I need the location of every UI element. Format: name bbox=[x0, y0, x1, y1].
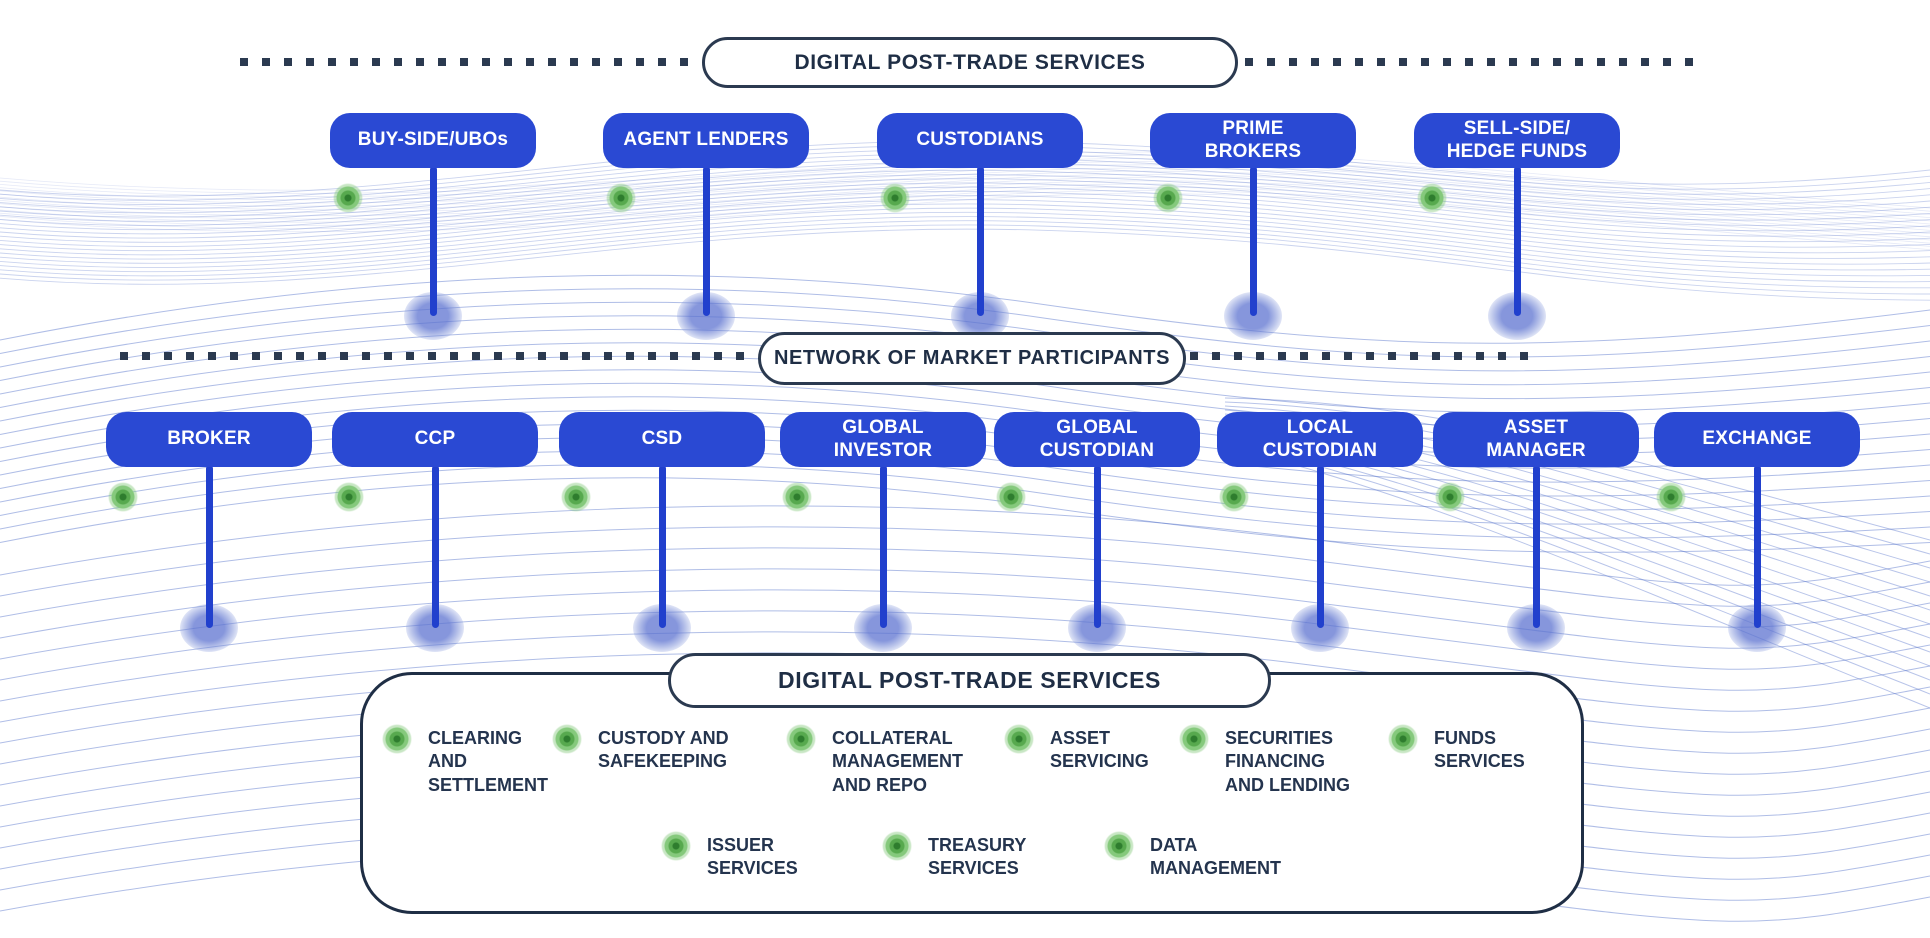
green-dot-icon bbox=[1104, 831, 1134, 861]
connector-line bbox=[430, 166, 437, 316]
green-dot-icon bbox=[1153, 183, 1183, 213]
green-dot-icon bbox=[786, 724, 816, 754]
connector-line bbox=[703, 166, 710, 316]
network-band-pill: NETWORK OF MARKET PARTICIPANTS bbox=[758, 332, 1186, 385]
pill-global-investor: GLOBAL INVESTOR bbox=[780, 412, 986, 467]
green-dot-icon bbox=[1219, 482, 1249, 512]
connector-line bbox=[1250, 166, 1257, 316]
pill-sell-side-hedge-funds: SELL-SIDE/ HEDGE FUNDS bbox=[1414, 113, 1620, 168]
services-box bbox=[360, 672, 1584, 914]
connector-line bbox=[1514, 166, 1521, 316]
green-dot-icon bbox=[1179, 724, 1209, 754]
service-item-clearing-and-settlement: CLEARING AND SETTLEMENT bbox=[382, 724, 548, 797]
connector-line bbox=[659, 465, 666, 628]
top-dotted-line-right bbox=[1245, 58, 1705, 66]
green-dot-icon bbox=[552, 724, 582, 754]
green-dot-icon bbox=[782, 482, 812, 512]
green-dot-icon bbox=[661, 831, 691, 861]
green-dot-icon bbox=[606, 183, 636, 213]
green-dot-icon bbox=[996, 482, 1026, 512]
connector-line bbox=[880, 465, 887, 628]
top-services-band-pill: DIGITAL POST-TRADE SERVICES bbox=[702, 37, 1238, 88]
service-item-issuer-services: ISSUER SERVICES bbox=[661, 831, 798, 881]
service-item-collateral-management-and-repo: COLLATERAL MANAGEMENT AND REPO bbox=[786, 724, 963, 797]
service-label: CLEARING AND SETTLEMENT bbox=[428, 728, 548, 795]
mid-dotted-line-left bbox=[120, 352, 755, 360]
connector-line bbox=[977, 166, 984, 316]
service-label: TREASURY SERVICES bbox=[928, 835, 1027, 879]
service-item-asset-servicing: ASSET SERVICING bbox=[1004, 724, 1149, 774]
pill-custodians: CUSTODIANS bbox=[877, 113, 1083, 168]
service-label: COLLATERAL MANAGEMENT AND REPO bbox=[832, 728, 963, 795]
pill-global-custodian: GLOBAL CUSTODIAN bbox=[994, 412, 1200, 467]
pill-local-custodian: LOCAL CUSTODIAN bbox=[1217, 412, 1423, 467]
pill-broker: BROKER bbox=[106, 412, 312, 467]
connector-line bbox=[206, 465, 213, 628]
pill-exchange: EXCHANGE bbox=[1654, 412, 1860, 467]
service-label: SECURITIES FINANCING AND LENDING bbox=[1225, 728, 1350, 795]
connector-line bbox=[1094, 465, 1101, 628]
green-dot-icon bbox=[1417, 183, 1447, 213]
service-item-treasury-services: TREASURY SERVICES bbox=[882, 831, 1027, 881]
services-title-pill: DIGITAL POST-TRADE SERVICES bbox=[668, 653, 1271, 708]
service-item-data-management: DATA MANAGEMENT bbox=[1104, 831, 1281, 881]
green-dot-icon bbox=[882, 831, 912, 861]
green-dot-icon bbox=[1388, 724, 1418, 754]
pill-asset-manager: ASSET MANAGER bbox=[1433, 412, 1639, 467]
service-label: FUNDS SERVICES bbox=[1434, 728, 1525, 772]
connector-line bbox=[1533, 465, 1540, 628]
pill-csd: CSD bbox=[559, 412, 765, 467]
pill-ccp: CCP bbox=[332, 412, 538, 467]
service-label: ASSET SERVICING bbox=[1050, 728, 1149, 772]
green-dot-icon bbox=[382, 724, 412, 754]
connector-line bbox=[432, 465, 439, 628]
green-dot-icon bbox=[1004, 724, 1034, 754]
green-dot-icon bbox=[333, 183, 363, 213]
service-item-securities-financing-and-lending: SECURITIES FINANCING AND LENDING bbox=[1179, 724, 1350, 797]
green-dot-icon bbox=[1435, 482, 1465, 512]
service-item-custody-and-safekeeping: CUSTODY AND SAFEKEEPING bbox=[552, 724, 729, 774]
service-label: CUSTODY AND SAFEKEEPING bbox=[598, 728, 729, 772]
service-label: DATA MANAGEMENT bbox=[1150, 835, 1281, 879]
connector-line bbox=[1754, 465, 1761, 628]
green-dot-icon bbox=[334, 482, 364, 512]
pill-buy-side-ubos: BUY-SIDE/UBOs bbox=[330, 113, 536, 168]
mid-dotted-line-right bbox=[1190, 352, 1538, 360]
pill-prime-brokers: PRIME BROKERS bbox=[1150, 113, 1356, 168]
green-dot-icon bbox=[880, 183, 910, 213]
service-item-funds-services: FUNDS SERVICES bbox=[1388, 724, 1525, 774]
pill-agent-lenders: AGENT LENDERS bbox=[603, 113, 809, 168]
green-dot-icon bbox=[108, 482, 138, 512]
green-dot-icon bbox=[1656, 482, 1686, 512]
green-dot-icon bbox=[561, 482, 591, 512]
service-label: ISSUER SERVICES bbox=[707, 835, 798, 879]
top-dotted-line-left bbox=[240, 58, 700, 66]
connector-line bbox=[1317, 465, 1324, 628]
